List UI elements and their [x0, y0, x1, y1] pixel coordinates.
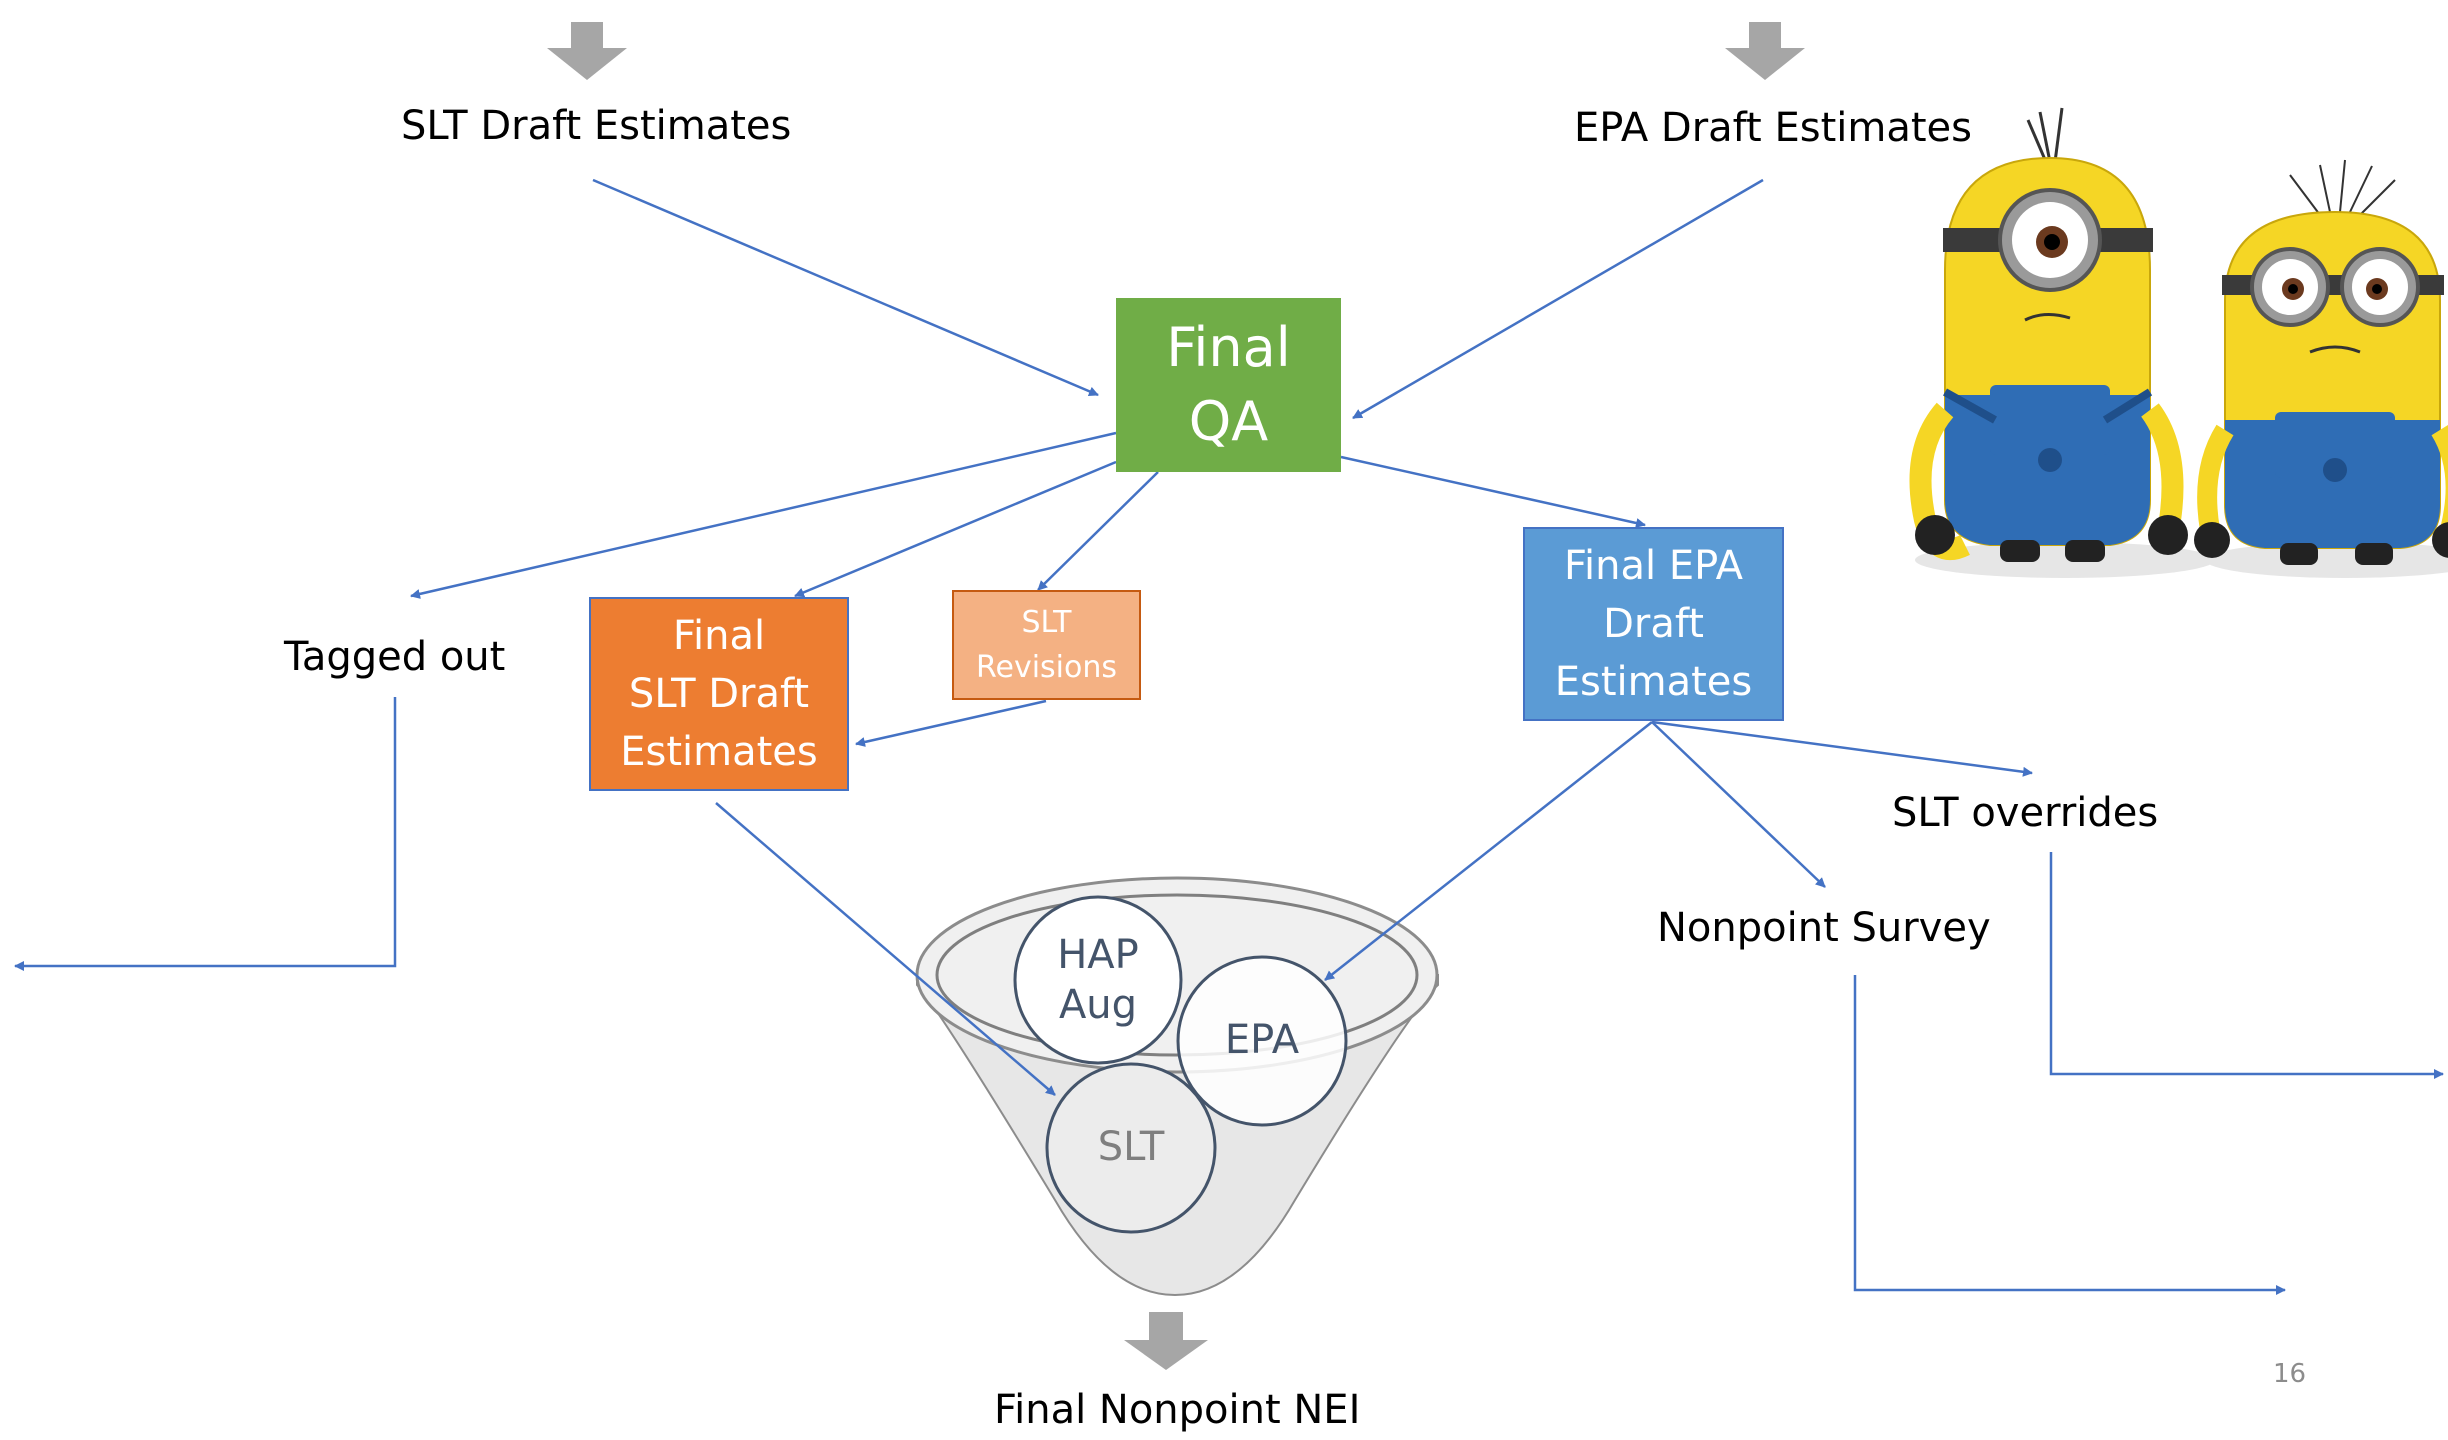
slt-draft-estimates-label: SLT Draft Estimates	[401, 103, 792, 149]
final-slt-draft-box: Final SLT Draft Estimates	[589, 597, 849, 791]
arrow-final-qa-to-tagged-out	[410, 431, 1117, 599]
arrow-slt-revisions-to-final-slt	[855, 699, 1047, 747]
minion-two-eyes-icon	[2194, 159, 2448, 565]
slt-funnel-label: SLT	[1097, 1124, 1165, 1170]
minions-picture	[1855, 45, 2448, 650]
slt-circle	[1045, 1062, 1217, 1234]
hap-aug-label: HAP Aug	[1057, 932, 1139, 1028]
final-epa-draft-box: Final EPA Draft Estimates	[1523, 527, 1784, 721]
epa-funnel-label: EPA	[1224, 1017, 1300, 1063]
slt-revisions-box: SLT Revisions	[952, 590, 1141, 700]
arrow-tagged-out-exit	[14, 697, 397, 971]
arrow-final-epa-to-funnel	[1324, 721, 1653, 981]
block-arrow-top-right-icon	[1725, 22, 1805, 80]
final-epa-draft-label: Final EPA Draft Estimates	[1554, 543, 1753, 705]
tagged-out-label: Tagged out	[284, 634, 506, 680]
final-slt-draft-label: Final SLT Draft Estimates	[620, 613, 818, 775]
arrow-final-epa-to-nonpoint-survey	[1651, 721, 1826, 888]
arrow-epa-draft-to-final-qa	[1352, 178, 1764, 420]
arrow-final-qa-to-final-slt	[794, 460, 1117, 598]
epa-draft-estimates-label: EPA Draft Estimates	[1574, 105, 1972, 151]
final-qa-label: Final QA	[1166, 316, 1291, 453]
final-nonpoint-nei-label: Final Nonpoint NEI	[994, 1387, 1361, 1433]
arrow-slt-draft-to-final-qa	[592, 178, 1099, 397]
nonpoint-survey-label: Nonpoint Survey	[1657, 905, 1991, 951]
arrow-slt-overrides-exit	[2049, 852, 2444, 1079]
hap-aug-circle	[1013, 895, 1183, 1065]
arrow-final-slt-to-funnel	[715, 802, 1056, 1096]
minion-one-eye-icon	[1909, 107, 2188, 562]
page-number: 16	[2273, 1359, 2307, 1389]
arrow-final-qa-to-slt-revisions	[1037, 471, 1159, 591]
slt-revisions-label: SLT Revisions	[975, 605, 1117, 685]
block-arrow-bottom-icon	[1124, 1312, 1208, 1370]
arrow-final-qa-to-final-epa	[1340, 455, 1646, 528]
block-arrow-top-left-icon	[547, 22, 627, 80]
arrow-final-epa-to-slt-overrides	[1651, 720, 2033, 777]
epa-circle	[1176, 955, 1348, 1127]
final-qa-box: Final QA	[1116, 298, 1341, 472]
slt-overrides-label: SLT overrides	[1892, 790, 2159, 836]
arrow-nonpoint-survey-exit	[1853, 975, 2286, 1295]
